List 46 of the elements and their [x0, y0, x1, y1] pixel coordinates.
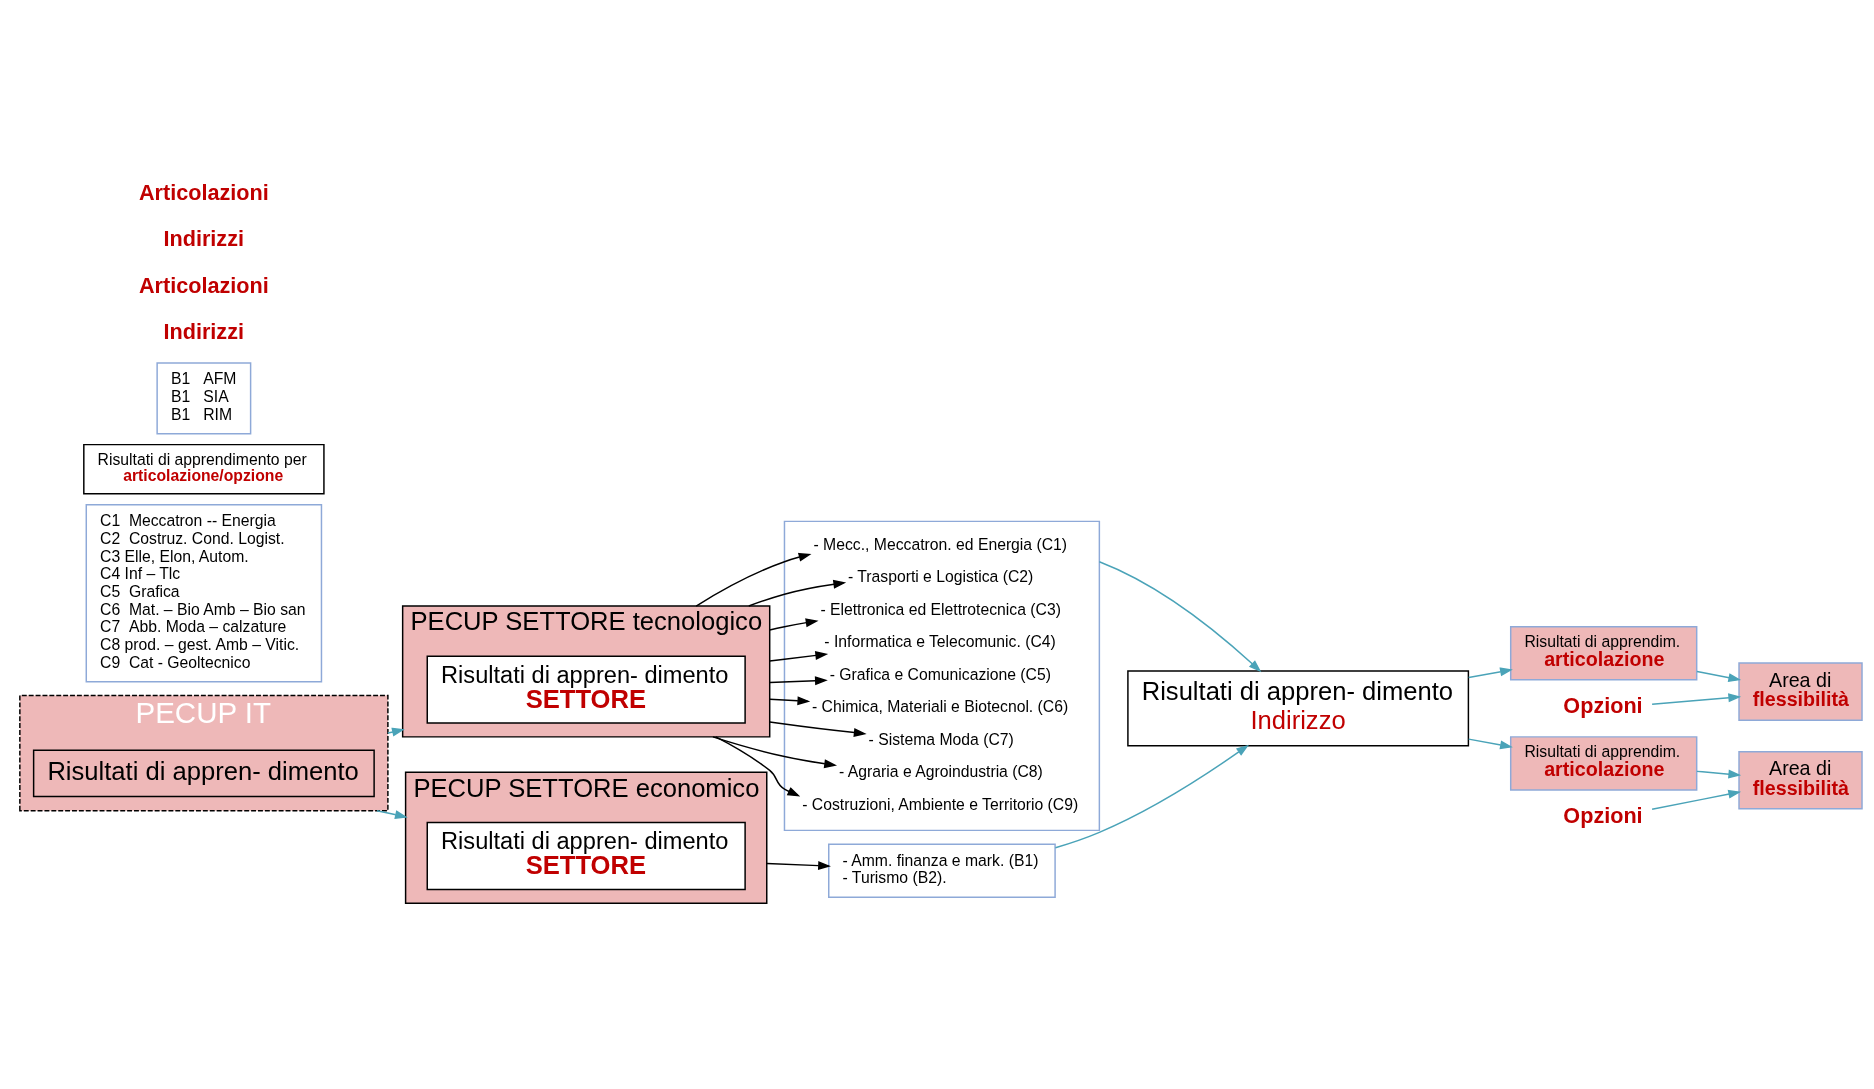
arrow	[1098, 561, 1262, 673]
node-text: - Mecc., Meccatron. ed Energia (C1)	[813, 535, 1068, 553]
node-box: Area di flessibilità	[1738, 662, 1863, 721]
node-box: Risultati di apprendimento per articolazione/opzione	[83, 443, 325, 495]
label: Indirizzi	[163, 318, 245, 344]
node-box: Risultati di apprendim. articolazione	[1509, 736, 1698, 791]
arrow	[768, 618, 819, 631]
arrow	[748, 579, 847, 607]
label: Articolazioni	[138, 180, 269, 206]
label: Articolazioni	[138, 272, 269, 298]
node-box: Risultati di appren- dimento Indirizzo	[1127, 670, 1470, 747]
arrow	[768, 676, 828, 686]
node-box: Risultati di apprendim. articolazione	[1509, 625, 1698, 681]
node-box: - Amm. finanza e mark. (B1) - Turismo (B2).	[828, 843, 1056, 899]
arrow	[768, 650, 829, 662]
arrow	[768, 721, 867, 737]
node-box: Area di flessibilità	[1738, 750, 1863, 810]
arrow	[712, 736, 838, 769]
node-text: - Costruzioni, Ambiente e Territorio (C9)	[802, 795, 1079, 813]
node-box: B1 AFM B1 SIA B1 RIM	[156, 362, 252, 435]
arrow	[766, 861, 831, 871]
arrow	[715, 736, 801, 797]
node-text: - Informatica e Telecomunic. (C4)	[824, 633, 1056, 651]
node-text: - Trasporti e Logistica (C2)	[847, 568, 1034, 586]
arrow	[768, 696, 811, 706]
arrow	[1651, 693, 1742, 705]
arrow	[1467, 738, 1513, 750]
node-text: - Grafica e Comunicazione (C5)	[829, 665, 1051, 683]
arrow	[1467, 667, 1513, 679]
node-box: Risultati di appren- dimento	[32, 749, 375, 798]
arrow	[376, 809, 408, 820]
node-text: - Sistema Moda (C7)	[868, 730, 1014, 748]
node-box: Risultati di appren- dimento SETTORE	[426, 655, 746, 724]
node-text: - Agraria e Agroindustria (C8)	[839, 763, 1043, 781]
arrow	[1054, 744, 1249, 849]
node-box: Risultati di appren- dimento SETTORE	[426, 821, 746, 891]
node-box: C1 Meccatron -- Energia C2 Costruz. Cond. Logist. C3 Elle, Elon, Autom. C4 Inf – Tlc C5 Grafica C6 Mat. – Bio Amb – Bio san C7 Abb. Moda – calzature C8 prod. – gest. Amb – Vitic. C9 Cat - Geoltecnico	[85, 503, 323, 683]
node-text: Opzioni	[1563, 803, 1643, 829]
node-text: Opzioni	[1563, 692, 1643, 718]
arrow	[1696, 769, 1742, 779]
arrow	[1696, 670, 1742, 683]
node-text: - Elettronica ed Elettrotecnica (C3)	[820, 600, 1061, 618]
arrow	[1651, 789, 1742, 810]
arrow	[695, 552, 812, 607]
label: Indirizzi	[163, 226, 245, 252]
node-text: - Chimica, Materiali e Biotecnol. (C6)	[812, 698, 1069, 716]
